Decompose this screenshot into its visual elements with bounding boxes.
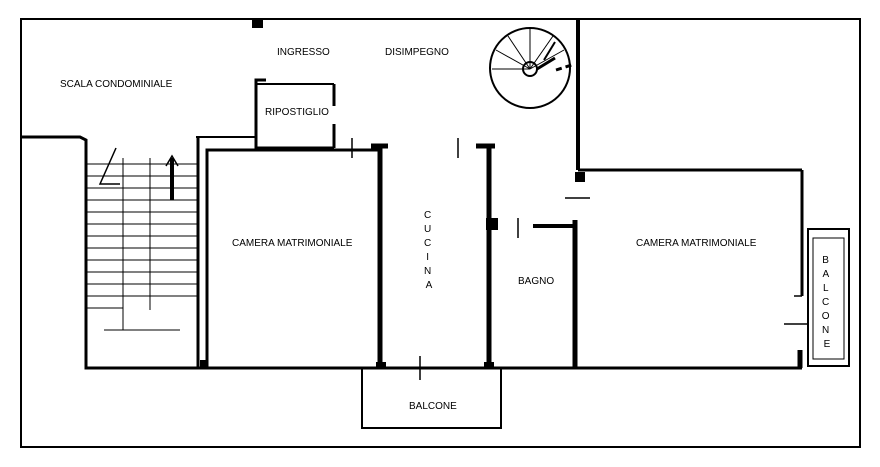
label-balcone-right: B A L C O N E — [822, 255, 833, 350]
label-cucina-letter: A — [426, 280, 433, 291]
label-bagno: BAGNO — [518, 276, 554, 287]
door-swings — [351, 138, 808, 380]
label-ripostiglio: RIPOSTIGLIO — [265, 107, 329, 118]
label-balcone-bottom: BALCONE — [409, 401, 457, 412]
label-cucina-letter: U — [424, 224, 431, 235]
label-camera-left: CAMERA MATRIMONIALE — [232, 238, 353, 249]
label-balcone-letter: B — [822, 255, 829, 266]
label-cucina-letter: N — [424, 266, 431, 277]
stairs — [86, 147, 198, 331]
label-balcone-letter: E — [824, 339, 831, 350]
label-camera-right: CAMERA MATRIMONIALE — [636, 238, 757, 249]
door-markers — [200, 19, 585, 368]
label-disimpegno: DISIMPEGNO — [385, 47, 449, 58]
walls — [21, 19, 850, 429]
label-balcone-letter: C — [822, 297, 829, 308]
label-cucina-letter: C — [424, 238, 431, 249]
label-cucina-letter: I — [426, 252, 429, 263]
label-balcone-letter: O — [822, 311, 830, 322]
label-balcone-letter: N — [822, 325, 829, 336]
label-balcone-letter: L — [823, 283, 829, 294]
label-ingresso: INGRESSO — [277, 47, 330, 58]
outer-border — [20, 18, 861, 448]
label-balcone-letter: A — [823, 269, 830, 280]
spiral-stair — [489, 27, 576, 109]
label-cucina: C U C I N A — [424, 210, 434, 291]
label-cucina-letter: C — [424, 210, 431, 221]
label-scala-condominiale: SCALA CONDOMINIALE — [60, 79, 173, 90]
